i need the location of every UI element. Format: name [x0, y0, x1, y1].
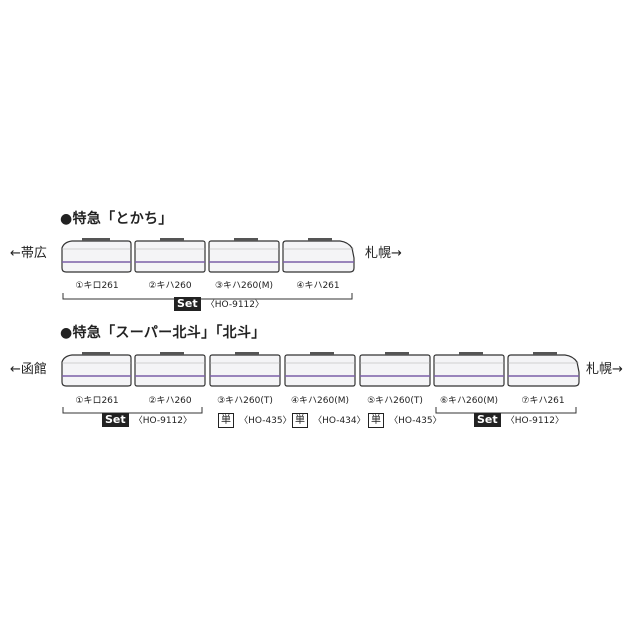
formation1-car-label-3: ③キハ260(M) [214, 281, 274, 291]
formation2-car-7 [507, 352, 580, 387]
formation2-car-label-5: ⑤キハ260(T) [367, 396, 423, 406]
formation2-title: ●特急「スーパー北斗」「北斗」 [60, 325, 266, 341]
formation1-car-label-1: ①キロ261 [75, 281, 119, 291]
formation1-right-destination: 札幌→ [365, 246, 402, 261]
formation2-set-group-b: Set 〈HO-9112〉 [474, 408, 564, 427]
set-code: 〈HO-9112〉 [133, 416, 193, 426]
single-code: 〈HO-434〉 [313, 416, 366, 426]
formation1-car-2 [134, 238, 206, 273]
formation2-set-group-a: Set 〈HO-9112〉 [102, 408, 192, 427]
single-badge: 単 [368, 413, 384, 428]
set-code: 〈HO-9112〉 [205, 300, 265, 310]
formation2-single-group-5: 単 〈HO-435〉 [368, 408, 442, 428]
formation1-car-4 [282, 238, 355, 273]
formation2-car-label-3: ③キハ260(T) [217, 396, 273, 406]
formation2-single-group-4: 単 〈HO-434〉 [292, 408, 366, 428]
formation2-car-label-1: ①キロ261 [75, 396, 119, 406]
single-badge: 単 [218, 413, 234, 428]
set-code: 〈HO-9112〉 [505, 416, 565, 426]
formation1-car-label-2: ②キハ260 [148, 281, 192, 291]
formation1-title: ●特急「とかち」 [60, 211, 173, 227]
formation2-car-4 [284, 352, 356, 387]
formation2-car-3 [209, 352, 281, 387]
single-code: 〈HO-435〉 [389, 416, 442, 426]
set-badge: Set [174, 297, 201, 311]
formation2-car-label-6: ⑥キハ260(M) [439, 396, 499, 406]
formation1-set-group: Set 〈HO-9112〉 [174, 292, 264, 311]
formation2-car-label-7: ⑦キハ261 [521, 396, 565, 406]
formation1-car-3 [208, 238, 280, 273]
formation2-car-label-2: ②キハ260 [148, 396, 192, 406]
formation1-car-label-4: ④キハ261 [296, 281, 340, 291]
formation2-right-destination: 札幌→ [586, 362, 623, 377]
formation2-set-bracket-a [62, 407, 203, 414]
formation2-car-1 [61, 352, 132, 387]
formation2-car-6 [433, 352, 505, 387]
formation2-set-bracket-b [435, 407, 577, 414]
formation2-car-2 [134, 352, 206, 387]
set-badge: Set [102, 413, 129, 427]
formation1-set-bracket [62, 293, 353, 300]
formation2-left-destination: ←函館 [10, 362, 47, 377]
set-badge: Set [474, 413, 501, 427]
formation1-left-destination: ←帯広 [10, 246, 47, 261]
formation2-car-5 [359, 352, 431, 387]
single-code: 〈HO-435〉 [239, 416, 292, 426]
single-badge: 単 [292, 413, 308, 428]
formation1-car-1 [61, 238, 132, 273]
formation2-single-group-3: 単 〈HO-435〉 [218, 408, 292, 428]
formation2-car-label-4: ④キハ260(M) [290, 396, 350, 406]
